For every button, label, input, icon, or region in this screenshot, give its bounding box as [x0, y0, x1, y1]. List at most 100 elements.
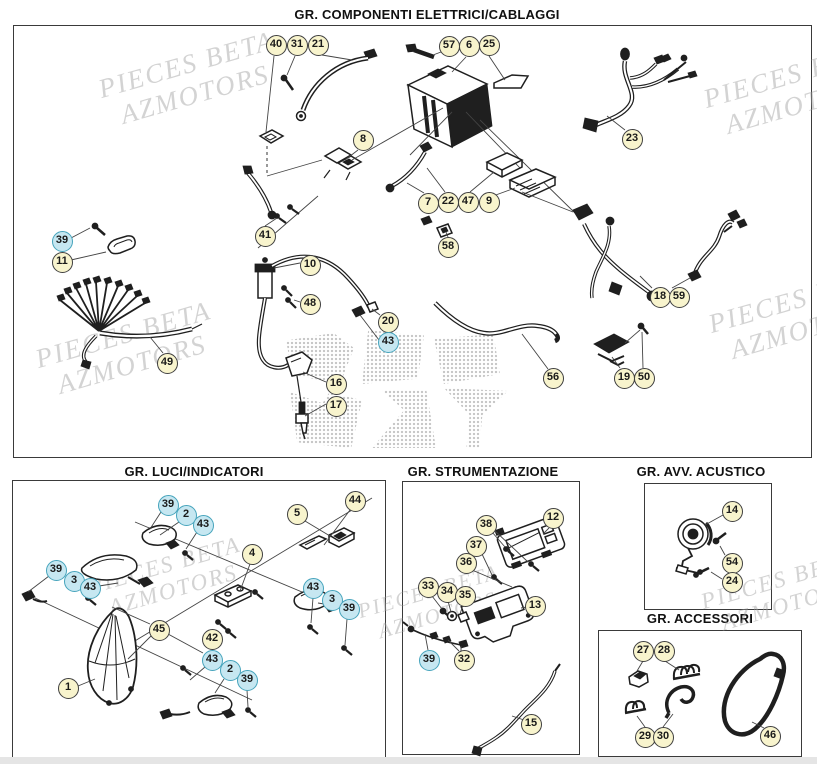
- callout-accessori-30: 30: [652, 726, 674, 748]
- halftone-watermark: [434, 334, 500, 384]
- callout-elettrici-40: 40: [265, 34, 287, 56]
- callout-acustico-54: 54: [721, 552, 743, 574]
- drawing-connector-58: [420, 215, 454, 238]
- callout-luci-44: 44: [344, 490, 366, 512]
- panel-title-luci: GR. LUCI/INDICATORI: [124, 464, 264, 479]
- drawing-horn-14: [675, 518, 727, 578]
- drawing-indicator-large: [80, 554, 154, 588]
- callout-accessori-28: 28: [653, 640, 675, 662]
- drawing-cable-7-22: [242, 141, 433, 220]
- callout-luci-42: 42: [201, 628, 223, 650]
- panel-acustico: [644, 483, 772, 610]
- drawing-clip-39-11: [91, 222, 136, 255]
- callout-elettrici-58: 58: [437, 236, 459, 258]
- drawing-harness-23: [582, 47, 698, 133]
- callout-luci-2: 2: [175, 504, 197, 526]
- callout-elettrici-47: 47: [457, 191, 479, 213]
- drawing-cable-21: [295, 48, 378, 122]
- callout-elettrici-19: 19: [613, 367, 635, 389]
- callout-luci-5: 5: [286, 503, 308, 525]
- drawing-regulator-9: [508, 168, 557, 198]
- callout-elettrici-57: 57: [438, 35, 460, 57]
- drawing-parts-33-34-35: [439, 607, 470, 623]
- drawing-coil-10: [254, 204, 300, 309]
- callout-strumentazione-13: 13: [524, 595, 546, 617]
- drawing-harness-18: [572, 203, 658, 302]
- callout-strumentazione-33: 33: [417, 576, 439, 598]
- leader-lines-acustico: [704, 514, 726, 580]
- drawing-bracket-4: [213, 584, 253, 608]
- callout-luci-2: 2: [219, 659, 241, 681]
- leader-lines-strumentazione: [424, 527, 550, 721]
- callout-luci-43: 43: [79, 577, 101, 599]
- callout-luci-45: 45: [148, 619, 170, 641]
- callout-elettrici-20: 20: [377, 311, 399, 333]
- callout-elettrici-50: 50: [633, 367, 655, 389]
- callout-elettrici-56: 56: [542, 367, 564, 389]
- callout-acustico-14: 14: [721, 500, 743, 522]
- drawing-hook-30: [664, 684, 696, 719]
- drawing-wire-56: [433, 301, 560, 344]
- panel-title-acustico: GR. AVV. ACUSTICO: [636, 464, 766, 479]
- page-bottom-strip: [0, 757, 817, 764]
- callout-luci-3: 3: [63, 570, 85, 592]
- callout-acustico-24: 24: [721, 571, 743, 593]
- drawing-indicator-front-left: [141, 524, 180, 550]
- leader-lines-elettrici: [70, 51, 691, 417]
- callout-accessori-27: 27: [632, 640, 654, 662]
- callout-elettrici-9: 9: [478, 191, 500, 213]
- drawing-bolt-31: [280, 74, 295, 91]
- drawing-clip-27: [628, 670, 649, 688]
- exploded-axis-lines: [257, 107, 576, 249]
- callout-luci-39: 39: [236, 669, 258, 691]
- callout-accessori-46: 46: [759, 725, 781, 747]
- callout-luci-39: 39: [157, 494, 179, 516]
- callout-luci-43: 43: [201, 649, 223, 671]
- drawing-clamp-28: [672, 663, 701, 681]
- callout-elettrici-43: 43: [377, 331, 399, 353]
- drawing-clamp-29: [624, 699, 647, 715]
- callout-luci-43: 43: [302, 577, 324, 599]
- drawing-harness-49: [56, 275, 203, 370]
- callout-elettrici-11: 11: [51, 251, 73, 273]
- drawing-flasher-5: [298, 527, 356, 550]
- callout-strumentazione-39: 39: [418, 649, 440, 671]
- drawing-strap-46: [721, 651, 787, 737]
- callout-elettrici-6: 6: [458, 35, 480, 57]
- panel-accessori: [598, 630, 802, 757]
- callout-luci-1: 1: [57, 677, 79, 699]
- callout-elettrici-7: 7: [417, 192, 439, 214]
- callout-luci-4: 4: [241, 543, 263, 565]
- callout-luci-39: 39: [338, 598, 360, 620]
- drawing-headlight-mask: [86, 607, 138, 706]
- panel-title-elettrici: GR. COMPONENTI ELETTRICI/CABLAGGI: [294, 7, 560, 22]
- drawing-clamp-40: [258, 129, 323, 177]
- callout-elettrici-59: 59: [668, 286, 690, 308]
- callout-strumentazione-15: 15: [520, 713, 542, 735]
- drawing-wire-20-43: [271, 254, 379, 318]
- callout-elettrici-18: 18: [649, 286, 671, 308]
- callout-accessori-29: 29: [634, 726, 656, 748]
- drawing-bolt-57: [405, 43, 435, 60]
- drawing-battery: [406, 65, 493, 149]
- callout-elettrici-23: 23: [621, 128, 643, 150]
- drawing-luci-screws: [21, 550, 353, 720]
- leader-lines-accessori: [636, 660, 765, 729]
- callout-elettrici-31: 31: [286, 34, 308, 56]
- callout-luci-3: 3: [321, 589, 343, 611]
- callout-strumentazione-32: 32: [453, 649, 475, 671]
- callout-elettrici-16: 16: [325, 373, 347, 395]
- callout-strumentazione-34: 34: [436, 581, 458, 603]
- drawing-bracket-25: [493, 74, 530, 89]
- drawing-harness-59: [687, 209, 748, 282]
- callout-elettrici-49: 49: [156, 352, 178, 374]
- drawing-bracket-13: [460, 585, 535, 643]
- drawing-cable-15: [471, 663, 561, 757]
- callout-elettrici-48: 48: [299, 293, 321, 315]
- drawing-indicator-rear: [197, 694, 236, 719]
- callout-elettrici-10: 10: [299, 254, 321, 276]
- callout-elettrici-21: 21: [307, 34, 329, 56]
- panel-strumentazione: [402, 481, 580, 755]
